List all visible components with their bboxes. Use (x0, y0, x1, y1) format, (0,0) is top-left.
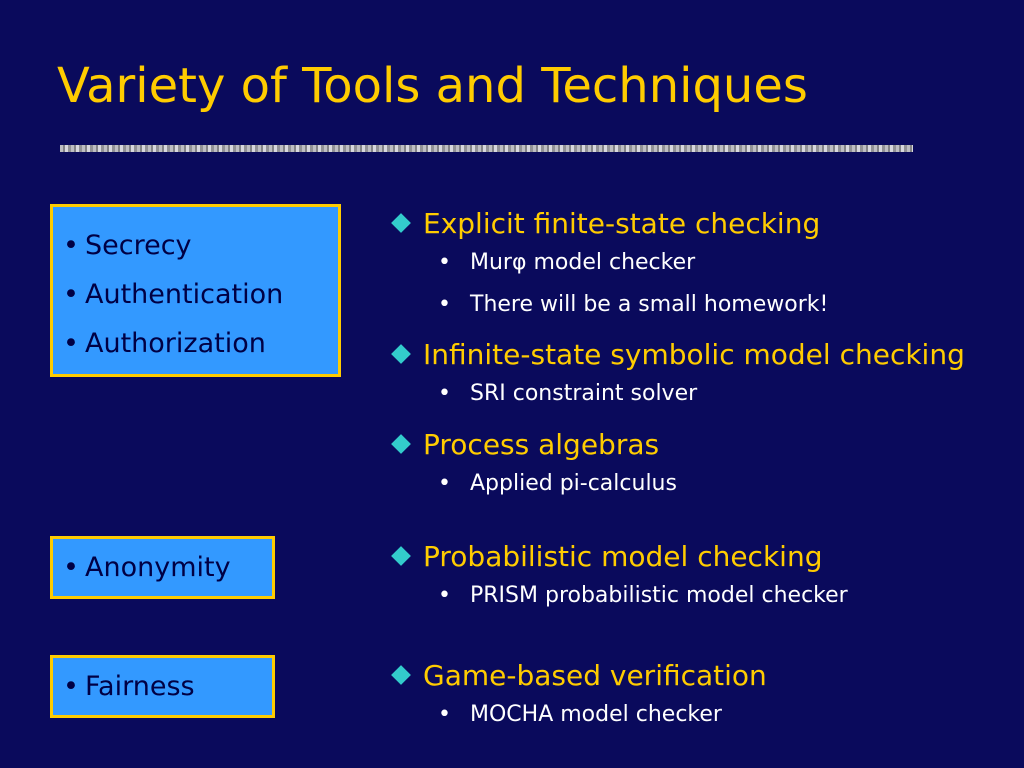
tool-item: •PRISM probabilistic model checker (438, 583, 848, 608)
tool-label: SRI constraint solver (470, 381, 698, 406)
property-item: •Authentication (63, 279, 284, 310)
property-label: Fairness (85, 671, 195, 702)
tool-label: There will be a small homework! (470, 292, 829, 317)
technique-item: Game-based verification •MOCHA model che… (388, 658, 767, 736)
tool-item: •MOCHA model checker (438, 702, 722, 727)
property-item: •Fairness (63, 671, 195, 702)
technique-heading: Explicit finite-state checking (423, 207, 821, 240)
technique-heading: Probabilistic model checking (423, 540, 823, 573)
tool-label: Applied pi-calculus (470, 471, 677, 496)
tool-label: PRISM probabilistic model checker (470, 583, 848, 608)
tool-item: •There will be a small homework! (438, 292, 829, 317)
technique-heading: Game-based verification (423, 659, 767, 692)
property-label: Authorization (85, 328, 266, 359)
diamond-bullet-icon (391, 213, 411, 233)
technique-heading: Infinite-state symbolic model checking (423, 338, 965, 371)
property-item: •Anonymity (63, 552, 231, 583)
diamond-bullet-icon (391, 344, 411, 364)
tool-label: Murφ model checker (470, 250, 696, 275)
tool-item: •SRI constraint solver (438, 381, 698, 406)
title-divider (60, 145, 913, 152)
property-box-security: •Secrecy •Authentication •Authorization (50, 204, 341, 377)
tool-label: MOCHA model checker (470, 702, 722, 727)
technique-item: Infinite-state symbolic model checking •… (388, 337, 965, 415)
property-label: Authentication (85, 279, 284, 310)
diamond-bullet-icon (391, 665, 411, 685)
technique-item: Probabilistic model checking •PRISM prob… (388, 539, 848, 617)
property-box-fairness: •Fairness (50, 655, 275, 718)
diamond-bullet-icon (391, 434, 411, 454)
technique-item: Explicit finite-state checking •Murφ mod… (388, 206, 828, 326)
technique-item: Process algebras •Applied pi-calculus (388, 427, 677, 505)
slide-title: Variety of Tools and Techniques (57, 58, 808, 114)
property-item: •Secrecy (63, 230, 192, 261)
tool-item: •Murφ model checker (438, 250, 696, 275)
property-label: Secrecy (85, 230, 192, 261)
diamond-bullet-icon (391, 546, 411, 566)
tool-item: •Applied pi-calculus (438, 471, 677, 496)
property-label: Anonymity (85, 552, 231, 583)
technique-heading: Process algebras (423, 428, 660, 461)
property-item: •Authorization (63, 328, 266, 359)
property-box-anonymity: •Anonymity (50, 536, 275, 599)
